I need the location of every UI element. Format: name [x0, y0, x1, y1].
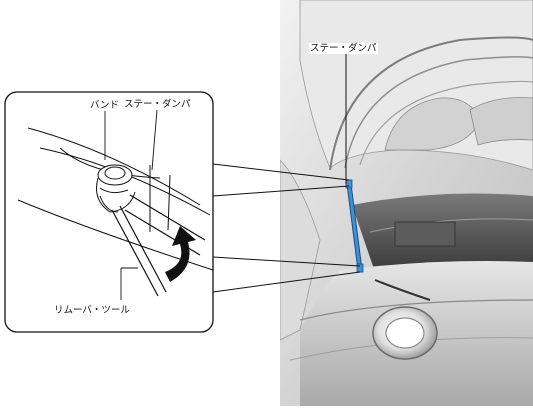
curved-arrow-icon — [165, 226, 196, 282]
detail-leader-lines — [104, 109, 158, 300]
stay-damper-label-detail: ステー・ダンパ — [123, 99, 192, 110]
vehicle-photo — [280, 0, 533, 406]
detail-illustration — [17, 127, 214, 297]
stay-damper-label-main: ステー・ダンパ — [309, 43, 378, 54]
detail-frame — [4, 91, 214, 333]
callout-connector — [212, 163, 361, 293]
removal-tool-label: リムーバ・ツール — [53, 305, 131, 316]
band-label: バンド — [89, 100, 120, 111]
